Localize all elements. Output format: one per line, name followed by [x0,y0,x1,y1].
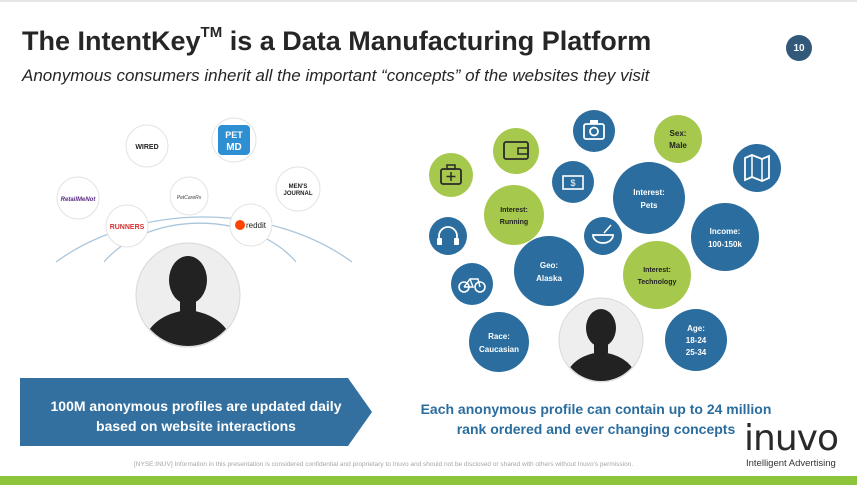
svg-text:Race:: Race: [488,332,510,341]
svg-text:25-34: 25-34 [686,348,707,357]
svg-text:WIRED: WIRED [135,144,158,151]
svg-text:MD: MD [226,142,242,153]
svg-text:RetailMeNot: RetailMeNot [61,197,97,203]
wallet-icon [503,141,529,160]
headphones-icon [437,226,459,245]
slide-title: The IntentKeyTM is a Data Manufacturing … [22,24,652,56]
svg-text:100-150k: 100-150k [708,240,742,249]
top-border [0,0,857,2]
map-icon [744,154,770,182]
bowl-bubble [584,217,622,255]
bubble-geo: Geo: Alaska [514,236,584,306]
mens-journal-logo-bubble: MEN'S JOURNAL [275,166,321,212]
bicycle-bubble [451,263,493,305]
svg-text:Pets: Pets [641,201,658,210]
svg-text:$: $ [570,178,575,188]
bubble-interest-pets: Interest: Pets [613,162,685,234]
bubble-interest-running: Interest: Running [484,185,544,245]
banner-arrow [20,378,372,446]
svg-text:Geo:: Geo: [540,261,558,270]
svg-text:JOURNAL: JOURNAL [283,191,312,197]
camera-bubble [573,110,615,152]
footer-bar [0,476,857,485]
map-bubble [733,144,781,192]
bubble-sex: Sex: Male [654,115,702,163]
svg-text:MEN'S: MEN'S [289,184,308,190]
runners-logo-bubble: RUNNERS [105,204,149,248]
petcare-logo-bubble: PetCareRx [169,176,209,216]
camera-icon [583,120,605,140]
svg-text:Interest:: Interest: [633,188,665,197]
svg-text:reddit: reddit [246,221,267,230]
bowl-icon [592,224,614,244]
disclaimer: [NYSE:INUV] Information in this presenta… [134,461,634,468]
svg-text:Age:: Age: [687,324,705,333]
svg-text:Caucasian: Caucasian [479,345,519,354]
svg-text:Interest:: Interest: [643,267,671,274]
money-icon: $ [562,175,584,190]
outer-arc [55,216,353,263]
svg-text:Sex:: Sex: [670,129,687,138]
wired-logo-bubble: WIRED [125,124,169,168]
inuvo-logo: inuvo [744,418,839,459]
svg-text:Running: Running [500,219,528,226]
svg-text:RUNNERS: RUNNERS [110,224,145,231]
page-number-badge: 10 [786,35,812,61]
left-avatar [135,242,241,348]
svg-text:PetCareRx: PetCareRx [177,195,202,201]
retailmenot-logo-bubble: RetailMeNot [56,176,100,220]
headphones-bubble [429,217,467,255]
bubble-income: Income: 100-150k [691,203,759,271]
slide-subtitle: Anonymous consumers inherit all the impo… [22,66,650,85]
first-aid-kit-icon [440,164,462,185]
petmd-logo-bubble: PET MD [211,117,257,163]
svg-text:Alaska: Alaska [536,274,562,283]
wallet-bubble [493,128,539,174]
svg-text:18-24: 18-24 [686,336,707,345]
bubble-age: Age: 18-24 25-34 [665,309,727,371]
bicycle-icon [458,278,486,293]
right-avatar [558,297,644,383]
svg-text:Income:: Income: [710,227,741,236]
bubble-race: Race: Caucasian [469,312,529,372]
inuvo-tagline: Intelligent Advertising [746,458,836,469]
reddit-logo-bubble: reddit [229,203,273,247]
banner-text: 100M anonymous profiles are updated dail… [50,398,342,434]
svg-text:Male: Male [669,141,687,150]
first-aid-bubble [429,153,473,197]
right-caption: Each anonymous profile can contain up to… [420,401,772,437]
svg-text:Interest:: Interest: [500,207,528,214]
trademark: TM [200,24,223,41]
money-bubble: $ [552,161,594,203]
bubble-interest-technology: Interest: Technology [623,241,691,309]
svg-text:PET: PET [225,130,243,140]
svg-text:Technology: Technology [638,279,677,286]
